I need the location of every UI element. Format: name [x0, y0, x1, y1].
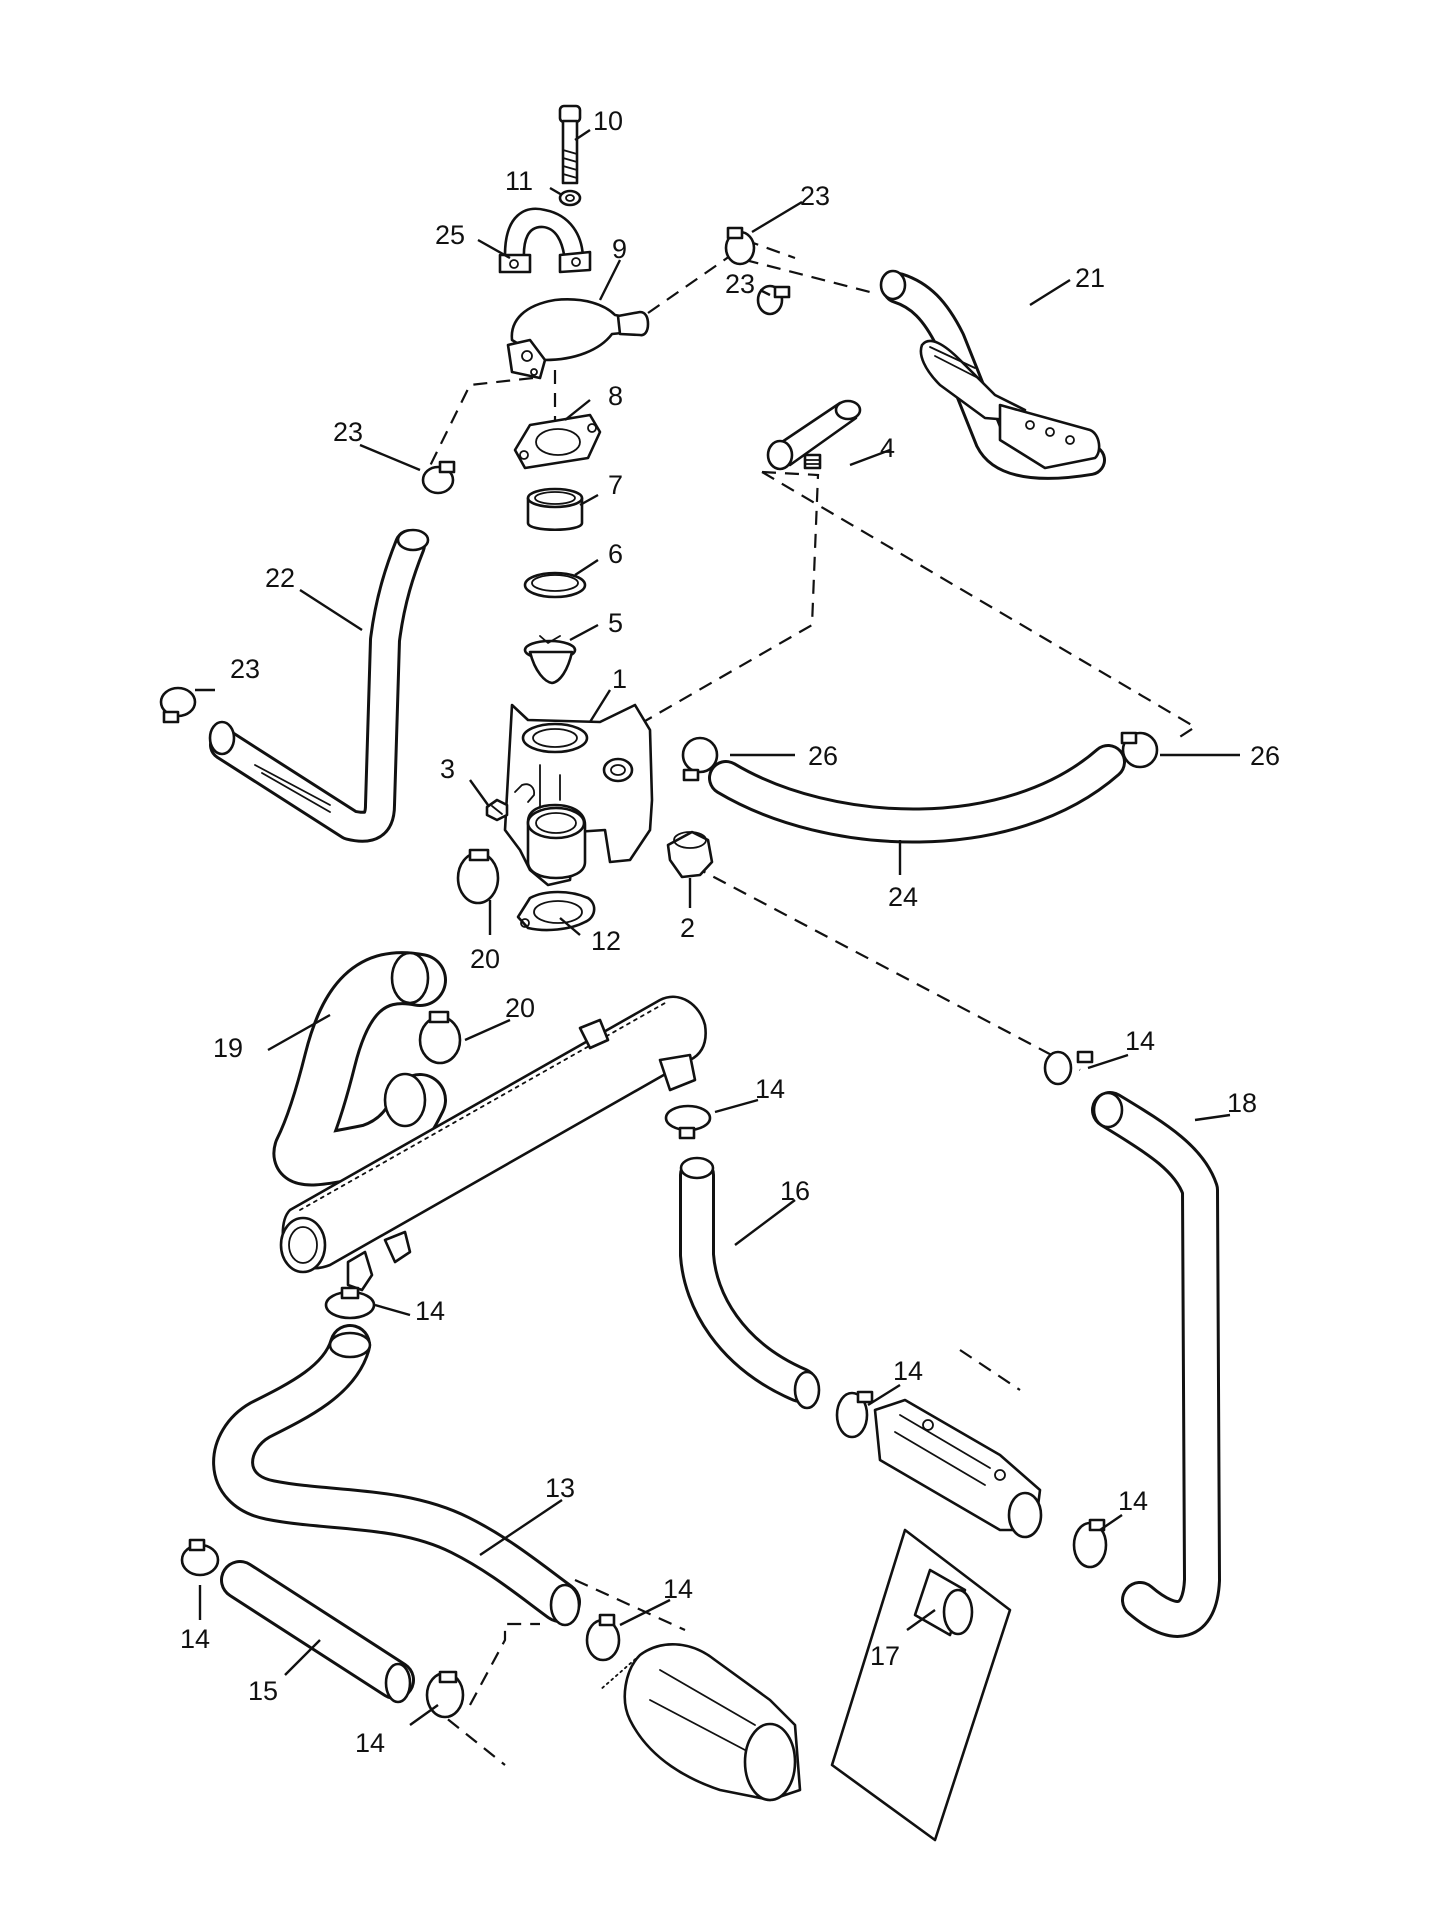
callout-1: 1: [612, 664, 627, 694]
callout-2: 2: [680, 913, 695, 943]
hose-clamp-14-g: [585, 1613, 621, 1662]
hose-clamp-14-d: [835, 1390, 874, 1439]
hose-24: [708, 744, 1126, 844]
callout-7: 7: [608, 470, 623, 500]
callout-20-a: 20: [470, 944, 500, 974]
seal-ring: [523, 571, 587, 599]
callout-13: 13: [545, 1473, 575, 1503]
callout-23-c: 23: [333, 417, 363, 447]
dashed-connection-lines: [427, 238, 1198, 1766]
exhaust-manifold: [279, 995, 707, 1292]
callout-14-g: 14: [180, 1624, 210, 1654]
hose-18: [1091, 1091, 1221, 1638]
callout-14-f: 14: [663, 1574, 693, 1604]
thermostat-housing: [506, 298, 650, 380]
fitting: [666, 830, 714, 879]
callout-22: 22: [265, 563, 295, 593]
callout-12: 12: [591, 926, 621, 956]
seawater-pump: [873, 1398, 1043, 1539]
leader-lines: [195, 129, 1240, 1726]
callout-10: 10: [593, 106, 623, 136]
callout-26-b: 26: [1250, 741, 1280, 771]
water-pump: [599, 1643, 802, 1802]
callout-14-d: 14: [893, 1356, 923, 1386]
hose-16: [679, 1156, 821, 1410]
hose-clamp-14-e: [1072, 1518, 1108, 1569]
hose-clamp-23-left: [421, 460, 456, 495]
thermostat-housing-body: [503, 703, 654, 887]
callout-16: 16: [780, 1176, 810, 1206]
callout-25: 25: [435, 220, 465, 250]
callout-26-a: 26: [808, 741, 838, 771]
callout-23-a: 23: [800, 181, 830, 211]
bolt: [558, 104, 582, 185]
callout-4: 4: [880, 433, 895, 463]
callout-14-b: 14: [755, 1074, 785, 1104]
lower-gasket: [516, 890, 596, 932]
callout-3: 3: [440, 754, 455, 784]
callout-19: 19: [213, 1033, 243, 1063]
hose-clamp-20-upper: [456, 848, 500, 905]
callout-21: 21: [1075, 263, 1105, 293]
hose-clamp-23-top: [724, 226, 756, 266]
tee-fitting: [766, 399, 862, 471]
hose-clamp-14-b: [664, 1104, 712, 1140]
clamp-bracket: [498, 207, 592, 274]
pipe-21: [879, 269, 1106, 480]
callout-labels: 1 2 3 4 5 6 7 8 9 10 11 12 13 14 14 14 1…: [180, 106, 1280, 1758]
callout-23-d: 23: [230, 654, 260, 684]
callout-9: 9: [612, 234, 627, 264]
callout-24: 24: [888, 882, 918, 912]
sleeve: [526, 487, 584, 531]
callout-14-h: 14: [355, 1728, 385, 1758]
pipe-22: [208, 528, 430, 843]
callout-5: 5: [608, 608, 623, 638]
gasket: [513, 413, 602, 470]
hose-clamp-26-right: [1120, 731, 1159, 769]
callout-14-a: 14: [1125, 1026, 1155, 1056]
hose-clamp-14-a: [1043, 1050, 1094, 1086]
sleeve-17-box: [830, 1528, 1012, 1842]
hose-13: [212, 1324, 581, 1627]
hose-clamp-14-c: [324, 1286, 376, 1320]
callout-6: 6: [608, 539, 623, 569]
hose-clamps: [159, 226, 1159, 1719]
hose-15: [220, 1560, 415, 1704]
callout-20-b: 20: [505, 993, 535, 1023]
callout-15: 15: [248, 1676, 278, 1706]
hose-clamp-26-left: [681, 736, 719, 782]
callout-14-c: 14: [415, 1296, 445, 1326]
hose-clamp-23-far-left: [159, 686, 197, 724]
callout-8: 8: [608, 381, 623, 411]
callout-23-b: 23: [725, 269, 755, 299]
plug: [485, 783, 535, 822]
washer: [558, 189, 582, 207]
thermostat: [523, 635, 577, 685]
hose-clamp-14-f: [180, 1538, 220, 1577]
callout-18: 18: [1227, 1088, 1257, 1118]
callout-14-e: 14: [1118, 1486, 1148, 1516]
hose-clamp-20-lower: [418, 1010, 462, 1065]
callout-11: 11: [505, 166, 533, 196]
hose-19: [272, 951, 447, 1187]
callout-17: 17: [870, 1641, 900, 1671]
